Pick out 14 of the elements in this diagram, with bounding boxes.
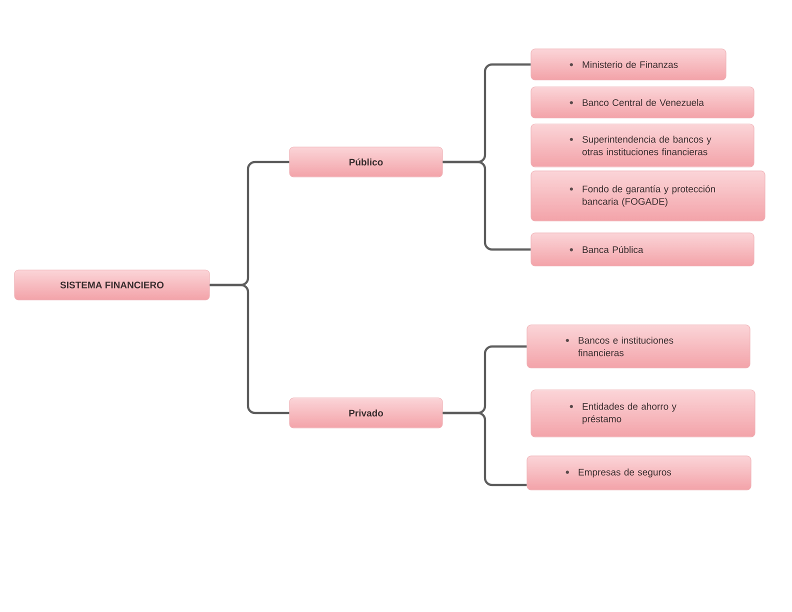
connector-line <box>210 284 290 414</box>
list-item-box: Bancos e instituciones financieras <box>526 324 750 368</box>
connector-line <box>442 160 531 251</box>
connector-line <box>442 412 527 486</box>
category-box: Público <box>289 146 443 178</box>
list-item-box: Entidades de ahorro y préstamo <box>530 390 756 438</box>
list-item-box: Fondo de garantía y protección bancaria (FOGADE) <box>530 170 766 222</box>
list-item-box: Banco Central de Venezuela <box>530 86 754 118</box>
topic-box: SISTEMA FINANCIERO <box>14 270 210 300</box>
category-box: Privado <box>289 398 443 428</box>
list-item-box: Superintendencia de bancos y otras instituciones financieras <box>530 124 754 168</box>
list-item-box: Banca Pública <box>530 232 754 266</box>
list-item-box: Ministerio de Finanzas <box>530 48 726 80</box>
list-item-box: Empresas de seguros <box>526 456 752 490</box>
